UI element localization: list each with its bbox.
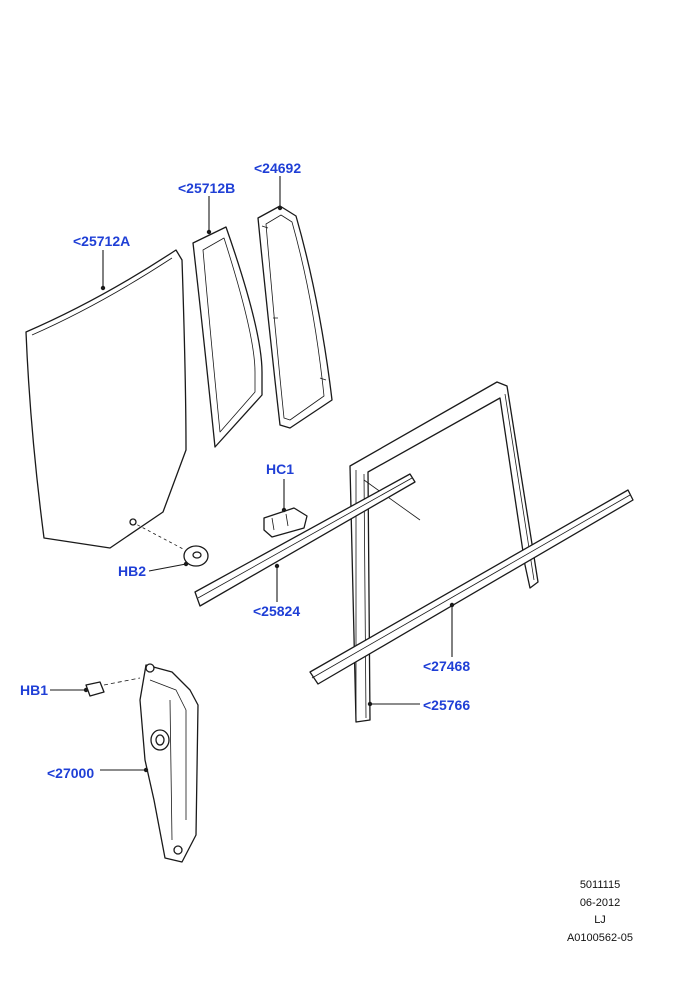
callout-27000: <27000 bbox=[47, 765, 95, 781]
drawing-reference: A0100562-05 bbox=[566, 932, 634, 944]
clip-part bbox=[263, 507, 308, 538]
window-regulator-part bbox=[139, 663, 199, 863]
callout-hb2: HB2 bbox=[118, 563, 147, 579]
bolt-hb1-part bbox=[85, 677, 141, 697]
outer-weatherstrip-part bbox=[309, 489, 634, 685]
callout-hc1: HC1 bbox=[266, 461, 295, 477]
bolt-hb2-part bbox=[129, 518, 209, 567]
callout-25824: <25824 bbox=[253, 603, 301, 619]
drawing-number: 5011115 bbox=[579, 879, 621, 891]
callout-25766: <25766 bbox=[423, 697, 471, 713]
callout-24692: <24692 bbox=[254, 160, 302, 176]
quarter-glass-part bbox=[192, 226, 263, 448]
inner-weatherstrip-part bbox=[194, 473, 416, 607]
drawing-code: LJ bbox=[594, 914, 606, 926]
callout-25712a: <25712A bbox=[73, 233, 131, 249]
callout-hb1: HB1 bbox=[20, 682, 49, 698]
quarter-frame-part bbox=[257, 205, 333, 429]
callout-25712b: <25712B bbox=[178, 180, 236, 196]
callout-27468: <27468 bbox=[423, 658, 471, 674]
door-glass-part bbox=[25, 249, 187, 549]
drawing-date: 06-2012 bbox=[579, 897, 621, 909]
